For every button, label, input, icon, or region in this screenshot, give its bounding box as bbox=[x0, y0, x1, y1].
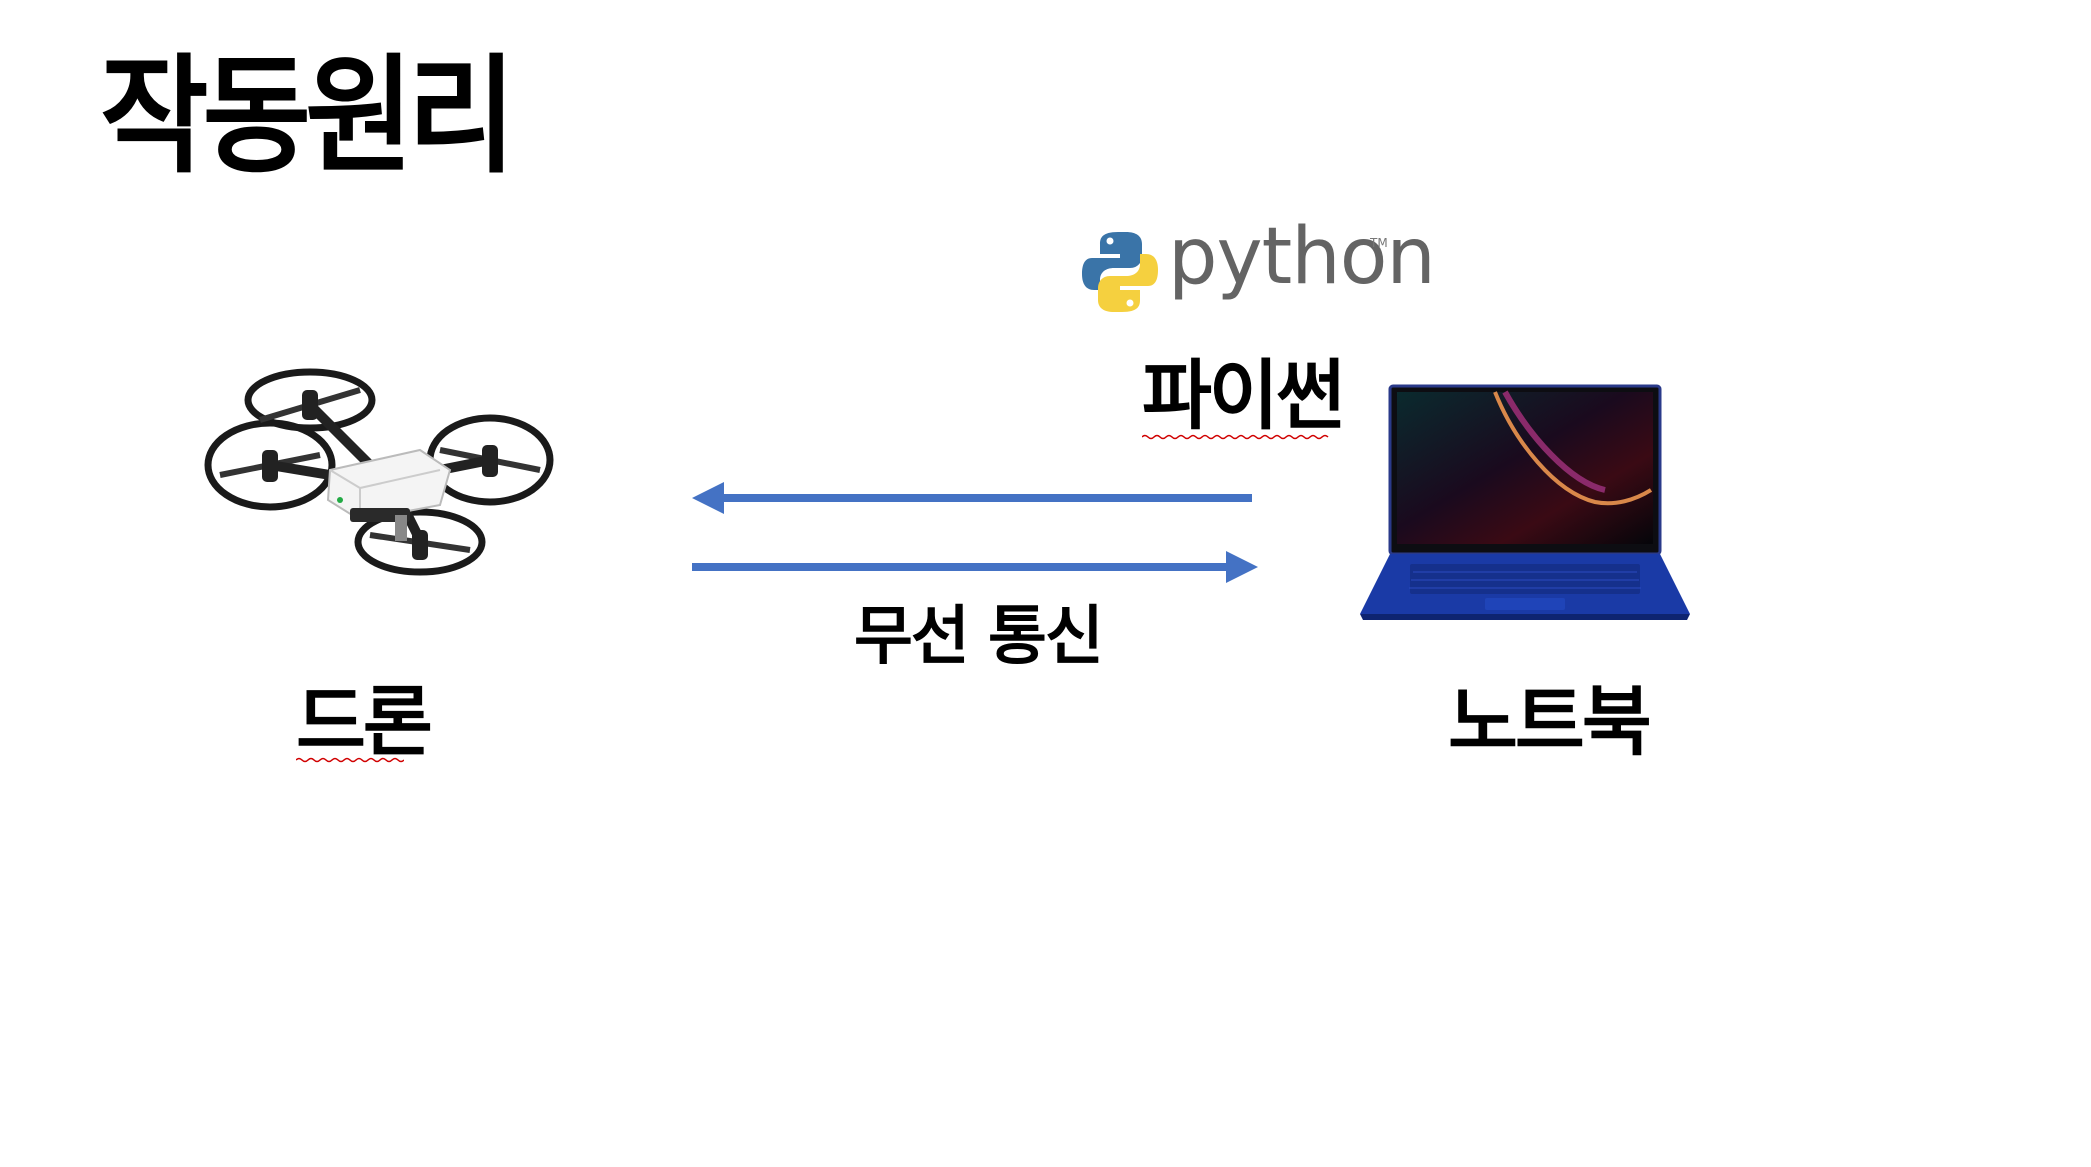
drone-label: 드론 bbox=[296, 677, 433, 766]
laptop-icon bbox=[1360, 384, 1690, 620]
python-wordmark: python bbox=[1168, 212, 1436, 302]
laptop-label: 노트북 bbox=[1448, 677, 1652, 766]
drone-icon bbox=[204, 368, 554, 576]
arrow-left-icon bbox=[692, 482, 1252, 514]
python-label: 파이썬 bbox=[1142, 351, 1346, 440]
spellcheck-underline bbox=[1142, 434, 1329, 440]
slide-title: 작동원리 bbox=[100, 41, 516, 191]
wireless-label: 무선 통신 bbox=[854, 600, 1104, 674]
wireless-arrows bbox=[692, 482, 1258, 583]
python-trademark: TM bbox=[1370, 236, 1388, 250]
arrow-right-icon bbox=[692, 551, 1258, 583]
python-logo-icon bbox=[1082, 232, 1158, 312]
spellcheck-underline bbox=[296, 757, 404, 763]
